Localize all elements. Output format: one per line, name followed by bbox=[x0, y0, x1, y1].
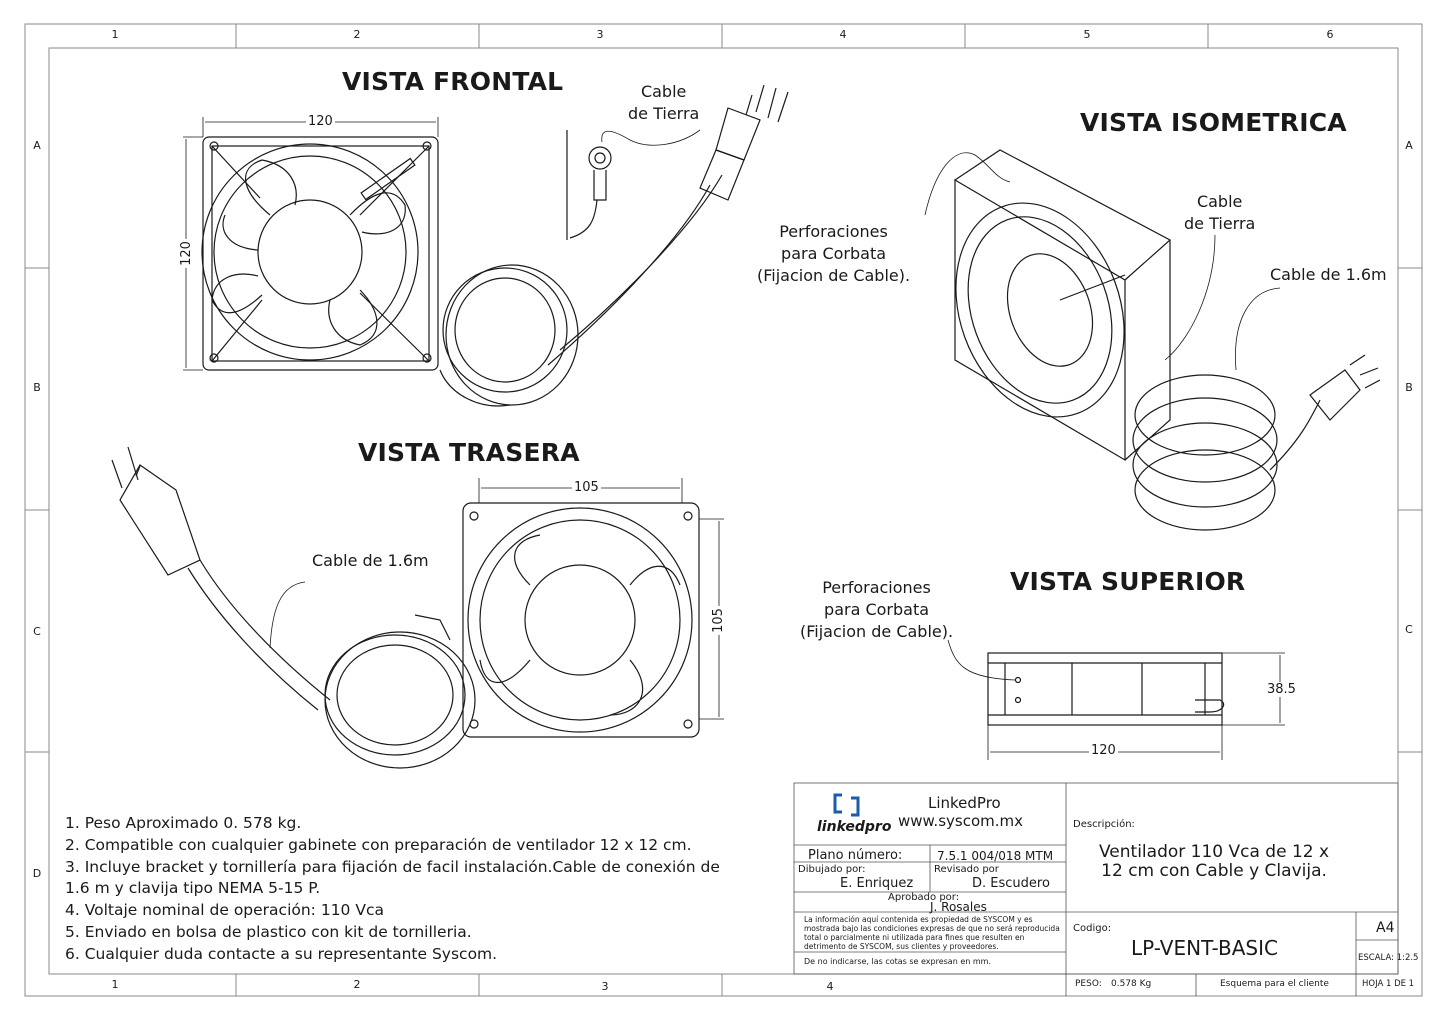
top-dim-width: 120 bbox=[1089, 743, 1118, 758]
dibujado-label: Dibujado por: bbox=[798, 864, 866, 875]
grid-row-a-left: A bbox=[33, 139, 41, 152]
codigo-value: LP-VENT-BASIC bbox=[1131, 936, 1278, 960]
grid-row-c-right: C bbox=[1405, 623, 1413, 636]
front-view-drawing bbox=[183, 84, 789, 407]
grid-col-4: 4 bbox=[839, 28, 847, 41]
grid-col-5: 5 bbox=[1083, 28, 1091, 41]
aprobado-value: J. Rosales bbox=[930, 900, 987, 914]
iso-perforaciones-label: Perforaciones para Corbata (Fijacion de … bbox=[757, 222, 911, 285]
units-note: De no indicarse, las cotas se expresan e… bbox=[804, 957, 991, 966]
top-view-drawing bbox=[947, 639, 1285, 760]
grid-col-bottom-4: 4 bbox=[826, 980, 834, 993]
logo-text: linkedpro bbox=[817, 819, 892, 835]
note-3: 3. Incluye bracket y tornillería para fi… bbox=[65, 857, 720, 876]
rear-cable-label: Cable de 1.6m bbox=[312, 551, 429, 570]
grid-col-bottom-2: 2 bbox=[353, 978, 361, 991]
rear-view-title: VISTA TRASERA bbox=[358, 438, 580, 467]
grid-col-3: 3 bbox=[596, 28, 604, 41]
top-view-title: VISTA SUPERIOR bbox=[1010, 567, 1246, 596]
note-6: 6. Cualquier duda contacte a su represen… bbox=[65, 944, 498, 963]
front-ground-cable-label: Cable de Tierra bbox=[628, 82, 700, 123]
notes-list: 1. Peso Aproximado 0. 578 kg. 2. Compati… bbox=[65, 813, 720, 966]
grid-col-6: 6 bbox=[1326, 28, 1334, 41]
note-2: 2. Compatible con cualquier gabinete con… bbox=[65, 835, 692, 854]
front-view-title: VISTA FRONTAL bbox=[342, 67, 564, 96]
escala-value: ESCALA: 1:2.5 bbox=[1358, 953, 1419, 963]
company-website[interactable]: www.syscom.mx bbox=[898, 812, 1023, 830]
zone-dividers bbox=[25, 24, 1422, 996]
front-dim-width: 120 bbox=[306, 114, 335, 129]
note-4: 4. Voltaje nominal de operación: 110 Vca bbox=[65, 901, 384, 920]
isometric-view-drawing bbox=[924, 149, 1381, 531]
grid-row-c-left: C bbox=[33, 625, 41, 638]
inner-frame bbox=[48, 47, 1399, 975]
rear-dim-height: 105 bbox=[710, 606, 726, 635]
rear-dim-width: 105 bbox=[572, 480, 601, 495]
esquema-label: Esquema para el cliente bbox=[1220, 979, 1329, 989]
aprobado-label: Aprobado por: bbox=[888, 892, 960, 903]
front-dim-height: 120 bbox=[178, 239, 194, 268]
top-dim-height: 38.5 bbox=[1265, 682, 1298, 697]
isometric-view-title: VISTA ISOMETRICA bbox=[1080, 108, 1347, 137]
iso-ground-cable-label: Cable de Tierra bbox=[1184, 192, 1256, 233]
revisado-label: Revisado por bbox=[934, 864, 999, 875]
descripcion-value: Ventilador 110 Vca de 12 x 12 cm con Cab… bbox=[1099, 842, 1330, 881]
plano-value: 7.5.1 004/018 MTM bbox=[937, 849, 1054, 863]
note-3-cont: 1.6 m y clavija tipo NEMA 5-15 P. bbox=[65, 879, 321, 898]
grid-row-b-right: B bbox=[1405, 381, 1413, 394]
note-5: 5. Enviado en bolsa de plastico con kit … bbox=[65, 922, 472, 941]
grid-col-2: 2 bbox=[353, 28, 361, 41]
disclaimer-text: La información aquí contenida es propied… bbox=[804, 915, 1060, 951]
title-block-lines bbox=[793, 782, 1399, 996]
grid-row-d-left: D bbox=[32, 867, 42, 880]
dibujado-value: E. Enriquez bbox=[840, 876, 914, 891]
iso-cable-label: Cable de 1.6m bbox=[1270, 265, 1387, 284]
revisado-value: D. Escudero bbox=[972, 876, 1050, 891]
descripcion-label: Descripción: bbox=[1073, 819, 1135, 830]
linkedpro-logo-mark bbox=[833, 793, 860, 817]
grid-col-bottom-3: 3 bbox=[601, 980, 609, 993]
codigo-label: Codigo: bbox=[1073, 923, 1112, 934]
note-1: 1. Peso Aproximado 0. 578 kg. bbox=[65, 814, 302, 832]
company-name: LinkedPro bbox=[928, 794, 1001, 812]
peso-value: 0.578 Kg bbox=[1111, 979, 1152, 989]
grid-row-b-left: B bbox=[33, 381, 41, 394]
top-perforaciones-label: Perforaciones para Corbata (Fijacion de … bbox=[800, 578, 954, 641]
grid-row-a-right: A bbox=[1405, 139, 1413, 152]
grid-col-bottom-1: 1 bbox=[111, 978, 119, 991]
peso-label: PESO: bbox=[1075, 979, 1102, 989]
rear-view-drawing bbox=[111, 446, 724, 769]
plano-label: Plano número: bbox=[808, 848, 903, 863]
hoja-label: HOJA 1 DE 1 bbox=[1362, 979, 1415, 989]
sheet-size: A4 bbox=[1376, 920, 1395, 936]
grid-col-1: 1 bbox=[111, 28, 119, 41]
